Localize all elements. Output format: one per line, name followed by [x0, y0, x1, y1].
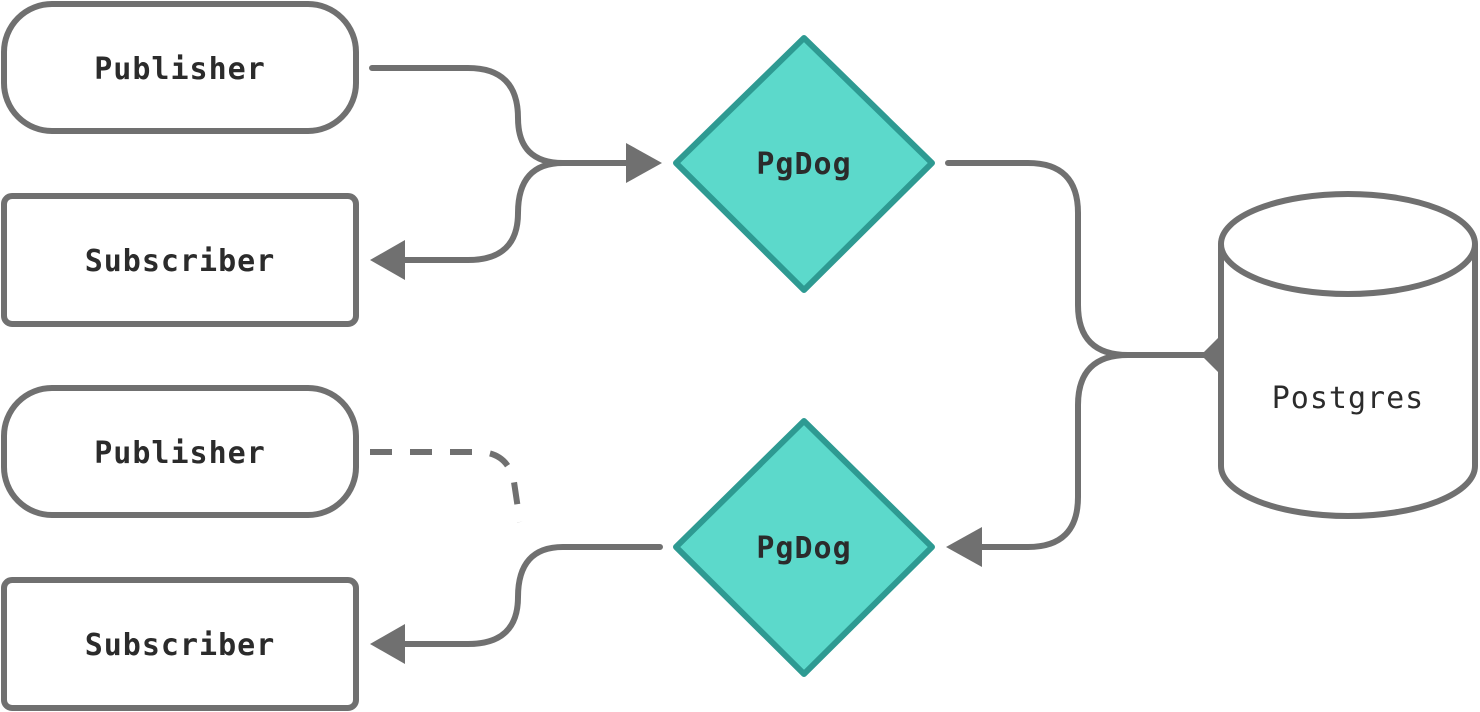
postgres-cylinder-body: [1218, 244, 1478, 519]
publisher-bottom-label: Publisher: [94, 436, 266, 471]
edge-pgdog-top-to-subscriber-top: [402, 160, 566, 263]
pgdog-bottom-label: PgDog: [756, 531, 851, 566]
arrowhead-into-subscriber-top: [370, 240, 405, 280]
postgres-label: Postgres: [1272, 381, 1425, 416]
publisher-top-label: Publisher: [94, 52, 266, 87]
arrowhead-into-subscriber-bottom: [370, 624, 405, 664]
postgres-database-node: Postgres: [1218, 191, 1478, 519]
pgdog-bottom-node: PgDog: [673, 418, 935, 677]
publisher-bottom-node: Publisher: [1, 385, 359, 518]
subscriber-bottom-label: Subscriber: [85, 628, 276, 663]
publisher-top-node: Publisher: [1, 1, 359, 134]
edge-pgdog-bottom-to-subscriber-bottom: [402, 544, 663, 647]
postgres-cylinder-top: [1218, 191, 1478, 297]
arrowhead-into-pgdog-bottom: [946, 527, 982, 567]
edge-pgdog-top-to-postgres: [945, 160, 1208, 358]
subscriber-top-node: Subscriber: [1, 193, 359, 327]
pgdog-top-label: PgDog: [756, 147, 851, 182]
arrowhead-into-pgdog-top: [626, 143, 662, 183]
subscriber-bottom-node: Subscriber: [1, 577, 359, 711]
subscriber-top-label: Subscriber: [85, 244, 276, 279]
edge-publisher-top-to-pgdog-top: [369, 65, 631, 166]
pgdog-top-node: PgDog: [673, 35, 935, 293]
edge-postgres-to-pgdog-bottom: [979, 352, 1131, 550]
edge-publisher-bottom-to-pgdog-bottom: [370, 449, 523, 523]
